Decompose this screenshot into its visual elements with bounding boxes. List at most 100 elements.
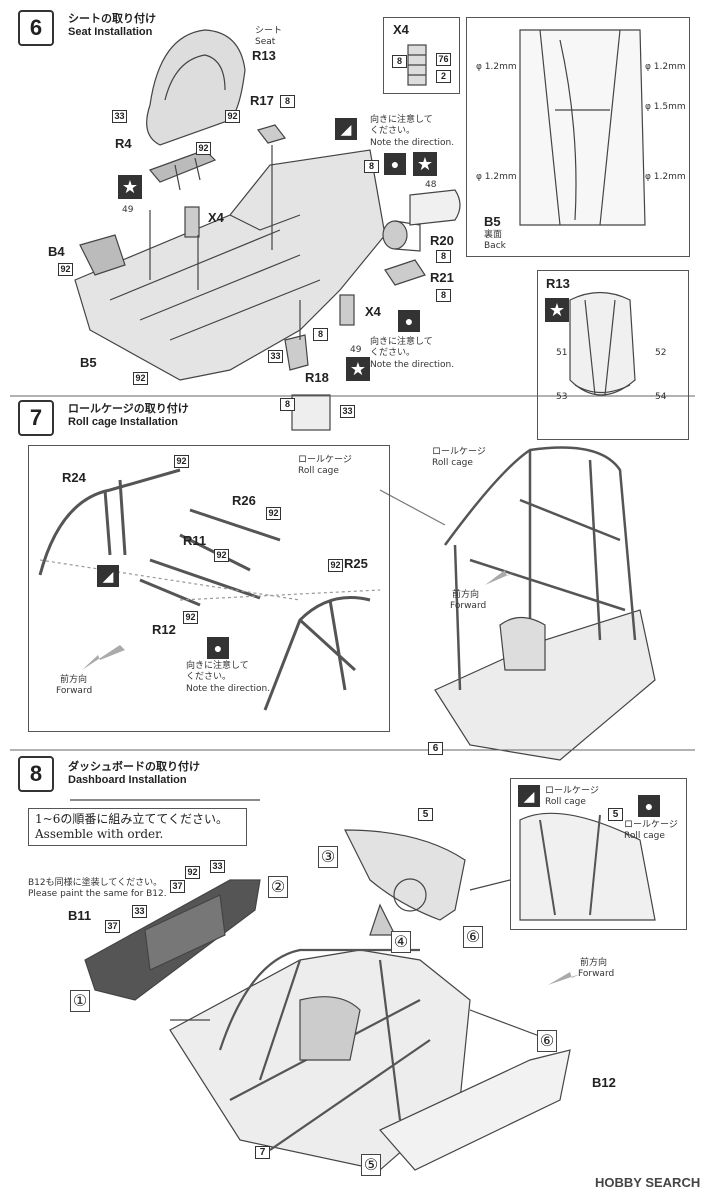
x4-inset-panel (383, 17, 460, 94)
note-en-6b: Note the direction. (370, 360, 455, 370)
paint-33: 33 (112, 110, 127, 123)
note-jp-7: 向きに注意して ください。 (186, 661, 249, 682)
step-ref-5b: 5 (608, 808, 623, 821)
part-r20: R20 (430, 233, 454, 248)
step-6-number: 6 (18, 10, 54, 46)
x4-num-2: 2 (436, 70, 451, 83)
part-b12: B12 (592, 1075, 616, 1090)
cage-jp-a: ロールケージ (298, 455, 352, 465)
part-b4: B4 (48, 244, 65, 259)
step-8-title-en: Dashboard Installation (68, 774, 187, 786)
b5-inset-label: B5 (484, 214, 501, 229)
step-ref-7: 7 (255, 1146, 270, 1159)
order-4: ④ (391, 931, 411, 953)
step-8-title-jp: ダッシュボードの取り付け (68, 760, 200, 773)
forward-en-7a: Forward (56, 686, 93, 696)
part-x4-a: X4 (208, 210, 224, 225)
paint-92-b4: 92 (58, 263, 73, 276)
step-ref-5a: 5 (418, 808, 433, 821)
r13-inset-panel (537, 270, 689, 440)
order-5: ⑤ (361, 1154, 381, 1176)
paint-8-r21: 8 (436, 289, 451, 302)
direction-icon: ◢ (97, 565, 119, 587)
paint-8-r18: 8 (280, 398, 295, 411)
cage-en-8b: Roll cage (624, 831, 665, 841)
part-r21: R21 (430, 270, 454, 285)
order-6a: ⑥ (463, 926, 483, 948)
part-r24: R24 (62, 470, 86, 485)
cage-en-b: Roll cage (432, 458, 473, 468)
paint-92-r11: 92 (214, 549, 229, 562)
part-r26: R26 (232, 493, 256, 508)
paint-8-x4: 8 (313, 328, 328, 341)
watermark: HOBBY SEARCH (595, 1175, 701, 1190)
decal-48: 48 (425, 180, 437, 190)
paint-92-r25: 92 (328, 559, 343, 572)
x4-inset-label: X4 (393, 22, 409, 37)
paint-92: 92 (225, 110, 240, 123)
b5-dim-5: φ 1.2mm (645, 172, 686, 182)
note-en-7: Note the direction. (186, 684, 271, 694)
step-6-title-jp: シートの取り付け (68, 12, 156, 25)
step-8-number: 8 (18, 756, 54, 792)
star-icon: ★ (346, 357, 370, 381)
forward-en-8: Forward (578, 969, 615, 979)
paint-92-b11a: 92 (185, 866, 200, 879)
decal-49-b: 49 (350, 345, 362, 355)
belt-51: 51 (556, 348, 568, 358)
paint-drop-icon: ● (207, 637, 229, 659)
star-icon: ★ (413, 152, 437, 176)
cage-jp-b: ロールケージ (432, 447, 486, 457)
part-r12: R12 (152, 622, 176, 637)
paint-drop-icon: ● (384, 153, 406, 175)
part-r17: R17 (250, 93, 274, 108)
paint-33-b11a: 33 (210, 860, 225, 873)
seat-label-en: Seat (255, 37, 276, 47)
x4-num-76: 76 (436, 53, 451, 66)
cage-en-8a: Roll cage (545, 797, 586, 807)
b5-back-en: Back (484, 241, 506, 251)
belt-53: 53 (556, 392, 568, 402)
note-jp-6b: 向きに注意して ください。 (370, 337, 433, 358)
seat-label-jp: シート (255, 26, 283, 36)
part-r11: R11 (183, 533, 207, 548)
paint-8-r20: 8 (436, 250, 451, 263)
step-7-title-jp: ロールケージの取り付け (68, 402, 189, 415)
part-b11: B11 (68, 908, 92, 923)
paint-37-b11a: 37 (170, 880, 185, 893)
direction-icon: ◢ (335, 118, 357, 140)
part-b5: B5 (80, 355, 97, 370)
order-en: Assemble with order. (35, 827, 164, 841)
paint-33-b11b: 33 (132, 905, 147, 918)
paint-37-b11b: 37 (105, 920, 120, 933)
paint-92-cage: 92 (174, 455, 189, 468)
star-icon: ★ (118, 175, 142, 199)
forward-jp-8: 前方向 (580, 958, 608, 968)
star-icon: ★ (545, 298, 569, 322)
note-jp-6a: 向きに注意して ください。 (370, 115, 433, 136)
cage-jp-8a: ロールケージ (545, 786, 599, 796)
b5-back-jp: 裏面 (484, 230, 503, 240)
rollcage-detail-panel (510, 778, 687, 930)
b5-dim-4: φ 1.2mm (476, 172, 517, 182)
b5-inset-panel (466, 17, 690, 257)
paint-92-r12: 92 (183, 611, 198, 624)
r13-inset-label: R13 (546, 276, 570, 291)
x4-num-8: 8 (392, 55, 407, 68)
belt-52: 52 (655, 348, 667, 358)
paint-drop-icon: ● (638, 795, 660, 817)
paint-92-r4: 92 (196, 142, 211, 155)
order-jp: 1~6の順番に組み立ててください。 (35, 812, 228, 826)
order-6b: ⑥ (537, 1030, 557, 1052)
paint-note-en: Please paint the same for B12. (28, 889, 167, 899)
note-en-6a: Note the direction. (370, 138, 455, 148)
order-1: ① (70, 990, 90, 1012)
cage-en-a: Roll cage (298, 466, 339, 476)
decal-49: 49 (122, 205, 134, 215)
paint-note-jp: B12も同様に塗装してください。 (28, 878, 163, 888)
step-6-title-en: Seat Installation (68, 26, 153, 38)
b5-dim-2: φ 1.2mm (645, 62, 686, 72)
part-r13: R13 (252, 48, 276, 63)
forward-jp-7b: 前方向 (452, 590, 480, 600)
part-x4-b: X4 (365, 304, 381, 319)
